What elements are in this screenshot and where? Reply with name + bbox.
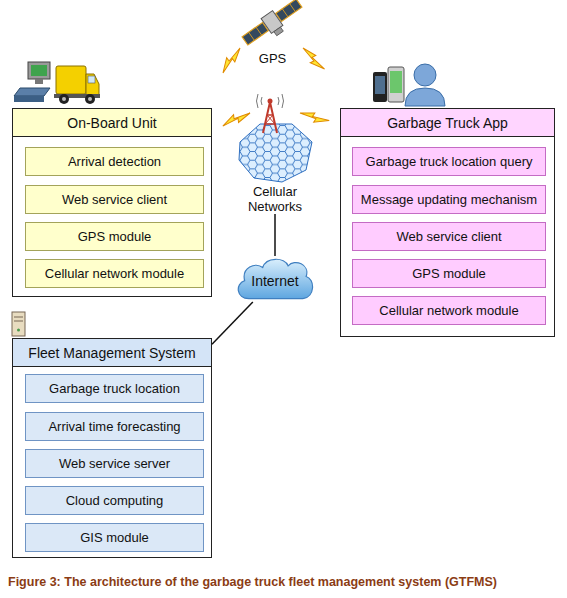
- module-label: Message updating mechanism: [359, 193, 539, 207]
- server-icon: [14, 317, 23, 318]
- network-link: [274, 214, 276, 256]
- truck-computer-icon: [56, 66, 86, 94]
- icon-caption: Cellular Networks: [232, 184, 318, 214]
- module-box: Arrival detection: [25, 147, 204, 176]
- cellular-illustration: [268, 99, 273, 104]
- gps-satellite: [249, 32, 255, 40]
- phone-user-icon: [375, 76, 385, 94]
- gps-satellite: [274, 27, 283, 36]
- truck-computer-icon: [88, 97, 92, 101]
- module-box: Web service client: [25, 185, 204, 214]
- truck-computer-icon: [14, 96, 44, 102]
- cellular-illustration: [239, 94, 312, 182]
- module-box: Garbage truck location: [25, 374, 204, 403]
- cellular-illustration: [257, 94, 259, 108]
- cellular-illustration: [263, 102, 277, 133]
- cellular-illustration: [239, 124, 312, 182]
- server-icon: [12, 312, 25, 336]
- module-box: Cellular network module: [25, 259, 204, 288]
- module-label: Web service client: [60, 193, 169, 207]
- icon-node: GPS: [240, 2, 305, 66]
- cellular-illustration: [267, 115, 275, 124]
- gps-satellite: [240, 0, 307, 52]
- server-icon: [17, 329, 20, 332]
- wireless-bolts: [218, 45, 244, 74]
- gps-satellite: [242, 22, 268, 45]
- icon-node: Cellular Networks: [232, 98, 318, 214]
- cellular-illustration: [265, 123, 275, 125]
- module-label: Garbage truck location: [47, 382, 182, 396]
- server-icon: [12, 312, 25, 336]
- truck-computer-icon: [14, 88, 50, 96]
- module-box: GIS module: [25, 523, 204, 552]
- module-box: Arrival time forecasting: [25, 412, 204, 441]
- gps-satellite: [282, 9, 288, 17]
- module-box: Cloud computing: [25, 486, 204, 515]
- network-link: [212, 302, 253, 344]
- truck-computer-icon: [62, 97, 66, 101]
- subsystem-box: Fleet Management SystemGarbage truck loc…: [12, 338, 212, 558]
- module-label: GPS module: [410, 267, 488, 281]
- module-box: GPS module: [352, 259, 546, 288]
- wireless-bolts: [299, 108, 330, 127]
- module-label: Cellular network module: [377, 304, 520, 318]
- subsystem-title: On-Board Unit: [13, 109, 211, 137]
- subsystem-box: On-Board UnitArrival detectionWeb servic…: [12, 108, 212, 297]
- truck-computer-icon: [28, 62, 50, 79]
- cellular-illustration: [261, 97, 262, 105]
- phone-user-icon: [373, 72, 387, 102]
- wireless-bolts: [220, 109, 251, 128]
- phone-user-icon: [390, 71, 402, 93]
- cellular-illustration: [278, 97, 279, 105]
- module-label: Arrival time forecasting: [46, 420, 182, 434]
- truck-computer-icon: [85, 94, 95, 104]
- subsystem-title: Fleet Management System: [13, 339, 211, 367]
- gps-satellite: [290, 4, 296, 12]
- icon-caption: GPS: [240, 51, 305, 66]
- module-label: Garbage truck location query: [364, 155, 535, 169]
- subsystem-title: Garbage Truck App: [341, 109, 554, 137]
- cloud-label: Internet: [251, 273, 298, 289]
- truck-computer-icon: [31, 65, 47, 76]
- module-box: Cellular network module: [352, 296, 546, 325]
- module-label: Web service client: [394, 230, 503, 244]
- module-label: GPS module: [76, 230, 154, 244]
- phone-user-icon: [388, 67, 404, 102]
- cellular-illustration: [265, 115, 273, 124]
- truck-computer-icon: [59, 94, 69, 104]
- module-box: Message updating mechanism: [352, 185, 546, 214]
- internet-cloud: Internet: [234, 256, 316, 302]
- server-icon: [14, 321, 23, 322]
- module-label: GIS module: [78, 531, 151, 545]
- wireless-bolts: [300, 45, 326, 74]
- module-box: Web service client: [352, 222, 546, 251]
- module-box: GPS module: [25, 222, 204, 251]
- truck-computer-icon: [88, 76, 95, 83]
- subsystem-box: Garbage Truck AppGarbage truck location …: [340, 108, 555, 337]
- truck-computer-icon: [14, 62, 100, 104]
- phone-user-icon: [373, 64, 445, 106]
- gps-satellite: [256, 27, 262, 35]
- truck-computer-icon: [86, 74, 99, 96]
- truck-computer-icon: [35, 79, 43, 84]
- cellular-illustration: [282, 94, 284, 108]
- module-label: Arrival detection: [66, 155, 163, 169]
- cloud-shape: [238, 259, 312, 298]
- module-box: Web service server: [25, 449, 204, 478]
- module-box: Garbage truck location query: [352, 147, 546, 176]
- module-label: Cellular network module: [43, 267, 186, 281]
- phone-user-icon: [405, 88, 445, 106]
- module-label: Cloud computing: [64, 494, 166, 508]
- gps-satellite: [276, 0, 302, 22]
- module-label: Web service server: [57, 457, 172, 471]
- figure-caption: Figure 3: The architecture of the garbag…: [8, 575, 564, 590]
- phone-user-icon: [414, 64, 436, 86]
